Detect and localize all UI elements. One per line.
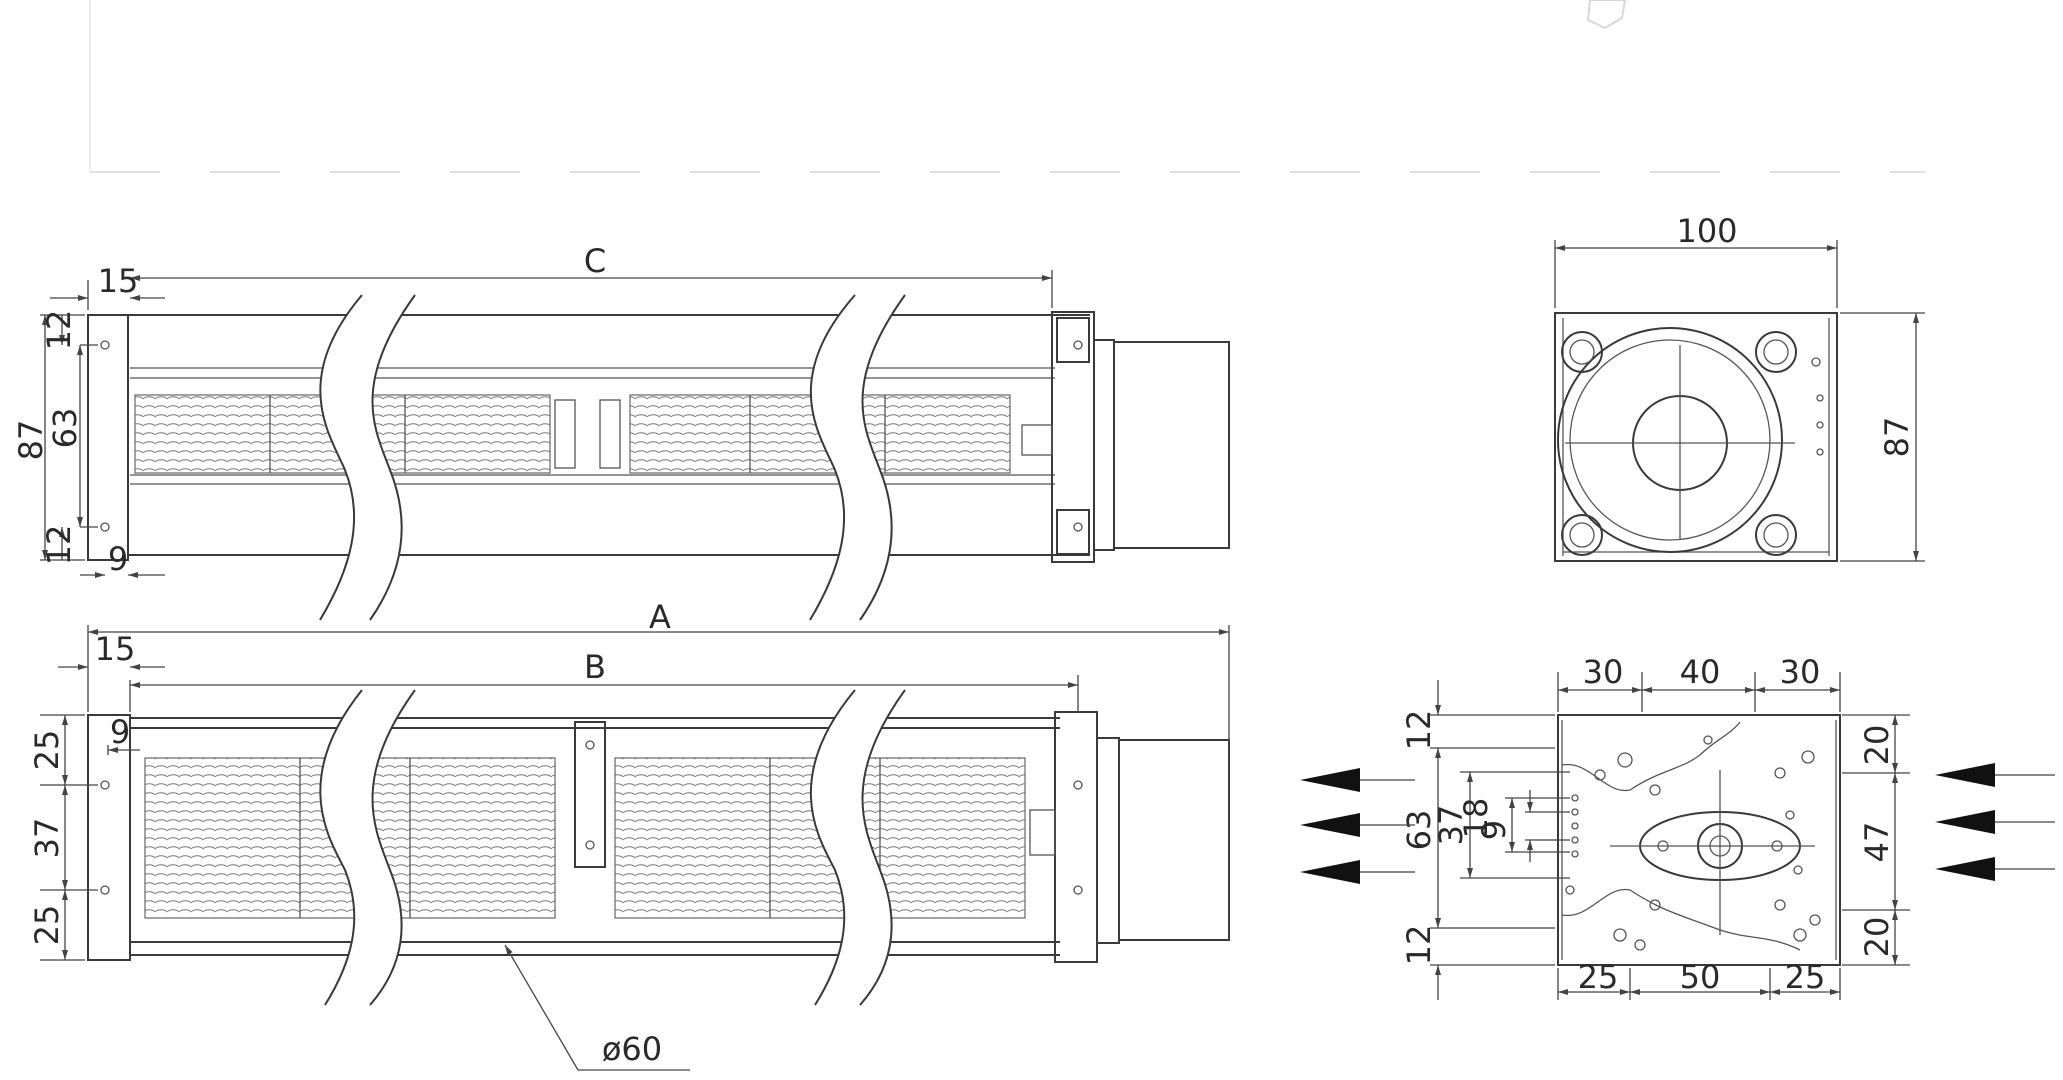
dim-outlet-37: 37	[1432, 805, 1470, 846]
dim-top-bottom-offset: 9	[108, 540, 128, 578]
dim-outlet-top-mid: 40	[1680, 653, 1721, 691]
dim-outlet-right-bottom: 20	[1858, 917, 1896, 958]
corner-fragment-icon	[1586, 0, 1627, 30]
dim-outlet-bottom-margin: 12	[1400, 925, 1438, 966]
dim-top-inner-height: 63	[46, 408, 84, 449]
outlet-view: 30 40 30 25 50 25 12 63 12 37 18 9 20 47…	[1400, 653, 1910, 1000]
dim-front-left-offset: 15	[95, 630, 136, 668]
dim-end-width: 100	[1676, 212, 1737, 250]
dim-top-left-offset: 15	[98, 262, 139, 300]
dim-outlet-right-top: 20	[1858, 725, 1896, 766]
dim-front-upper: 25	[28, 730, 66, 771]
dim-outlet-18: 18	[1457, 798, 1495, 839]
dim-outlet-top-right: 30	[1780, 653, 1821, 691]
dim-diameter: ø60	[602, 1030, 662, 1068]
dim-outlet-bottom-left: 25	[1578, 958, 1619, 996]
dim-b: B	[584, 648, 606, 686]
dim-front-bracket-offset: 9	[110, 713, 130, 751]
dim-outlet-bottom-right: 25	[1785, 958, 1826, 996]
dim-a: A	[649, 598, 671, 636]
end-view: 100 87	[1554, 212, 1925, 562]
dim-outlet-bottom-mid: 50	[1680, 958, 1721, 996]
dim-top-upper-margin: 12	[40, 310, 78, 351]
dim-front-lower: 25	[28, 905, 66, 946]
airflow-right-arrows-icon	[1935, 763, 2055, 881]
dim-end-height: 87	[1878, 417, 1916, 458]
dim-c: C	[584, 242, 606, 280]
airflow-left-arrows-icon	[1300, 768, 1415, 884]
dim-outlet-right-mid: 47	[1858, 822, 1896, 863]
dim-outlet-9: 9	[1475, 820, 1513, 840]
top-view: C 15 87 63 12 12 9	[12, 242, 1230, 621]
dim-outlet-opening: 63	[1400, 810, 1438, 851]
dim-front-middle: 37	[28, 818, 66, 859]
dim-top-height-total: 87	[12, 420, 50, 461]
dim-outlet-top-left: 30	[1583, 653, 1624, 691]
front-view: A B 15 9 25 37 25 ø60	[28, 598, 1230, 1071]
dim-outlet-top-margin: 12	[1400, 710, 1438, 751]
dim-top-lower-margin: 12	[40, 525, 78, 566]
